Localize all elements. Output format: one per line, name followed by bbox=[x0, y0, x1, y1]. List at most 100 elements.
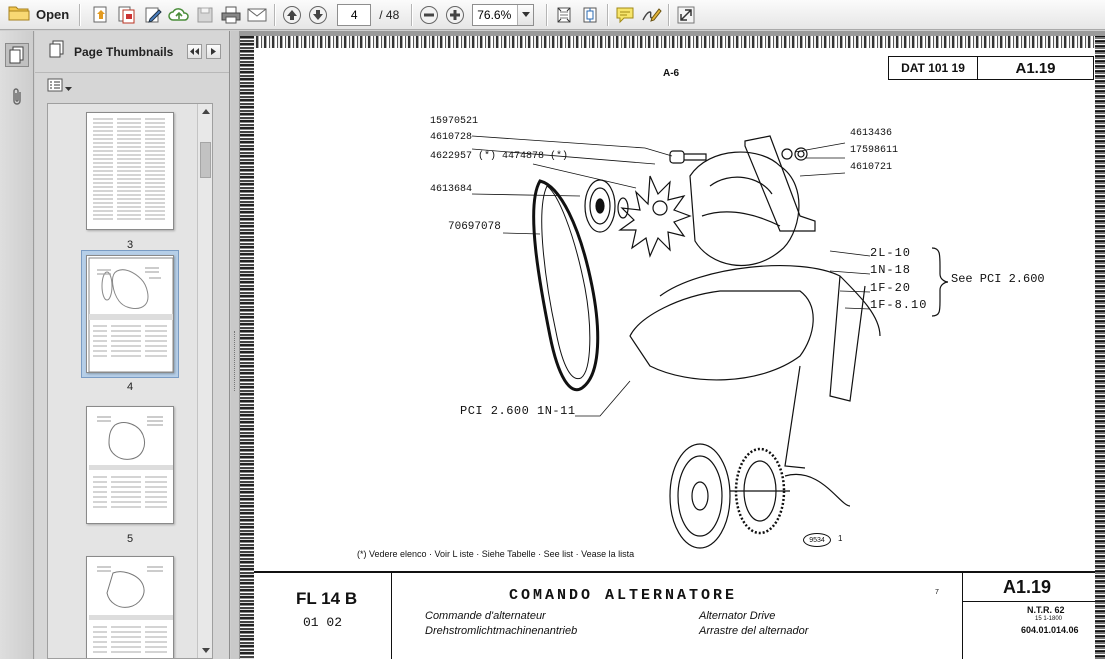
title-de: Drehstromlichtmachinenantrieb bbox=[425, 625, 578, 637]
thumbnail-frame bbox=[80, 400, 180, 530]
zoom-in-icon[interactable] bbox=[442, 2, 468, 28]
open-button[interactable]: Open bbox=[0, 2, 75, 28]
header-ref: DAT 101 19 bbox=[901, 61, 965, 75]
prev-page-icon[interactable] bbox=[279, 2, 305, 28]
small-mark: 7 bbox=[935, 589, 939, 596]
pdf-page: A-6 DAT 101 19 A1.19 bbox=[240, 36, 1105, 659]
chevron-down-icon[interactable] bbox=[517, 4, 534, 25]
see-item: 2L-10 bbox=[870, 246, 912, 260]
thumbnail-image bbox=[86, 556, 174, 658]
edit-icon[interactable] bbox=[140, 2, 166, 28]
open-label: Open bbox=[36, 7, 70, 22]
fit-page-icon[interactable] bbox=[551, 2, 577, 28]
splitter-grip bbox=[234, 331, 236, 391]
sign-icon[interactable] bbox=[638, 2, 664, 28]
combine-icon[interactable] bbox=[114, 2, 140, 28]
thumbnail-label: 4 bbox=[126, 381, 134, 393]
zoom-out-icon[interactable] bbox=[416, 2, 442, 28]
title-block: FL 14 B 01 02 COMANDO ALTERNATORE Comman… bbox=[254, 571, 1096, 659]
scan-noise-left bbox=[240, 36, 254, 659]
callout-label: 4622957 (*) 4474878 (*) bbox=[430, 151, 569, 162]
callout-label: 15970521 bbox=[430, 116, 479, 127]
pci-label: PCI 2.600 1N-11 bbox=[460, 404, 576, 418]
thumbnail-frame bbox=[80, 550, 180, 658]
thumbnail-image bbox=[86, 112, 174, 230]
print-icon[interactable] bbox=[218, 2, 244, 28]
scrollbar-thumb[interactable] bbox=[200, 142, 211, 178]
save-icon[interactable] bbox=[192, 2, 218, 28]
toolbar-separator bbox=[79, 3, 81, 26]
footnote: (*) Vedere elenco · Voir L iste · Siehe … bbox=[357, 549, 635, 559]
expand-icon[interactable] bbox=[673, 2, 699, 28]
zoom-select[interactable] bbox=[472, 3, 535, 26]
thumbnail-options-row bbox=[35, 73, 229, 101]
see-item: 1N-18 bbox=[870, 263, 912, 277]
thumbnail-page[interactable] bbox=[48, 550, 212, 658]
thumbnail-page[interactable]: 3 bbox=[48, 106, 212, 251]
full-page-icon[interactable] bbox=[577, 2, 603, 28]
model-name: FL 14 B bbox=[296, 589, 358, 608]
thumbnail-label: 3 bbox=[126, 239, 134, 251]
callout-label: 4610721 bbox=[850, 162, 893, 173]
title-es: Arrastre del alternador bbox=[699, 625, 809, 637]
toolbar-separator bbox=[546, 3, 548, 26]
email-icon[interactable] bbox=[244, 2, 270, 28]
code-box: A1.19 bbox=[1003, 577, 1052, 597]
toolbar-separator bbox=[411, 3, 413, 26]
ntr-label: N.T.R. 62 bbox=[1027, 605, 1065, 615]
code-cell: A1.19 N.T.R. 62 15 1-1800 604.01.014.06 bbox=[962, 573, 1096, 659]
header-center-label: A-6 bbox=[663, 68, 680, 79]
thumbnail-list[interactable]: 3 4 bbox=[47, 103, 213, 659]
callout-label: 70697078 bbox=[448, 221, 501, 233]
toolbar-separator bbox=[607, 3, 609, 26]
title-en: Alternator Drive bbox=[699, 610, 776, 622]
header-code-box: A1.19 bbox=[978, 56, 1094, 80]
thumbnail-page[interactable]: 5 bbox=[48, 400, 212, 545]
scan-noise-top bbox=[240, 36, 1105, 48]
create-icon[interactable] bbox=[88, 2, 114, 28]
figure-number: 9534 bbox=[809, 536, 825, 544]
main-toolbar: Open / 48 bbox=[0, 0, 1105, 30]
chevron-down-icon bbox=[65, 78, 72, 96]
page-thumbnails-panel: Page Thumbnails bbox=[35, 31, 230, 659]
thumbnail-image bbox=[86, 255, 174, 373]
panel-header: Page Thumbnails bbox=[35, 31, 229, 73]
code-divider bbox=[963, 601, 1096, 602]
part-code: 604.01.014.06 bbox=[1021, 625, 1079, 635]
toolbar-separator bbox=[668, 3, 670, 26]
toolbar-separator bbox=[274, 3, 276, 26]
title-main: COMANDO ALTERNATORE bbox=[509, 587, 738, 604]
header-code: A1.19 bbox=[1015, 59, 1056, 77]
folder-icon bbox=[8, 4, 30, 25]
see-item: 1F-20 bbox=[870, 281, 912, 295]
expand-panel-button[interactable] bbox=[206, 44, 221, 59]
page-number-input[interactable] bbox=[337, 3, 372, 26]
page-thumbnails-icon[interactable] bbox=[5, 43, 29, 67]
options-list-icon bbox=[47, 78, 63, 97]
thumbnail-page-selected[interactable]: 4 bbox=[48, 250, 212, 393]
panel-splitter[interactable] bbox=[231, 31, 240, 659]
zoom-input[interactable] bbox=[473, 4, 518, 25]
thumbnail-frame bbox=[80, 106, 180, 236]
alternator-drive-diagram bbox=[471, 135, 949, 549]
document-view[interactable]: A-6 DAT 101 19 A1.19 bbox=[240, 31, 1105, 659]
model-cell: FL 14 B 01 02 bbox=[254, 573, 392, 659]
page-total: / 48 bbox=[379, 7, 400, 22]
thumbnail-scrollbar[interactable] bbox=[197, 104, 212, 658]
panel-title: Page Thumbnails bbox=[74, 44, 174, 59]
callout-label: 4610728 bbox=[430, 132, 473, 143]
scroll-up-icon[interactable] bbox=[198, 104, 212, 119]
thumbnail-label: 5 bbox=[126, 533, 134, 545]
see-label: See PCI 2.600 bbox=[951, 272, 1045, 286]
next-page-icon[interactable] bbox=[305, 2, 331, 28]
collapse-panel-button[interactable] bbox=[187, 44, 202, 59]
options-menu-button[interactable] bbox=[47, 78, 72, 97]
ntr-date: 15 1-1800 bbox=[1035, 616, 1063, 622]
scan-noise-right bbox=[1095, 36, 1105, 659]
cloud-upload-icon[interactable] bbox=[166, 2, 192, 28]
comment-icon[interactable] bbox=[612, 2, 638, 28]
scroll-down-icon[interactable] bbox=[198, 643, 212, 658]
figure-number-oval: 9534 bbox=[803, 533, 831, 547]
model-sub: 01 02 bbox=[303, 615, 343, 630]
attachments-icon[interactable] bbox=[5, 85, 29, 109]
